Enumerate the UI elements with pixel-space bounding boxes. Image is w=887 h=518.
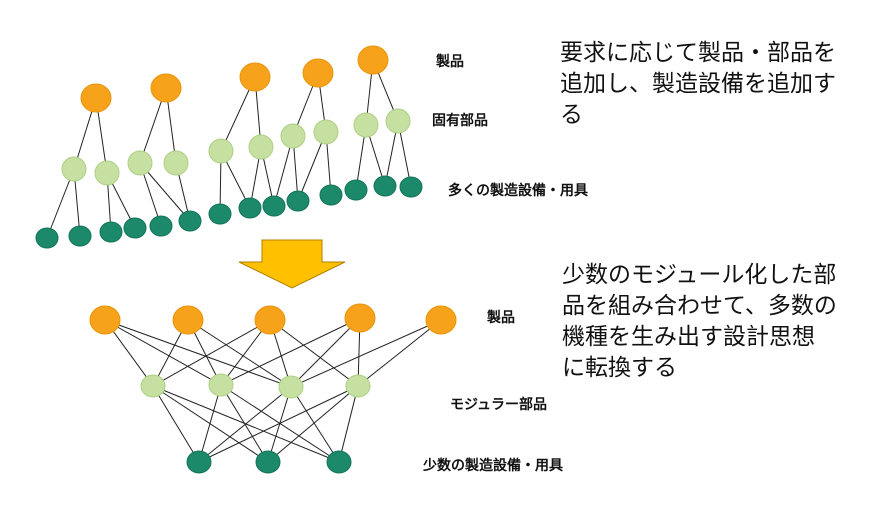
top-product-node [302, 58, 334, 88]
bottom-product-node [425, 305, 457, 335]
bottom-description-line: 機種を生み出す設計思想 [562, 324, 815, 350]
bottom-description-line: 少数のモジュール化した部 [562, 262, 837, 288]
top-equipment-node [399, 176, 423, 198]
top-product-node [239, 62, 271, 92]
bottom-part-node [345, 374, 371, 398]
top-equipment-node [208, 203, 232, 225]
top-description-line: 要求に応じて製品・部品を [560, 40, 836, 66]
bottom-product-part-edge [152, 319, 271, 387]
top-equipment-label: 多くの製造設備・用具 [448, 183, 588, 199]
bottom-equipment-node [186, 450, 212, 474]
bottom-equipment-label: 少数の製造設備・用具 [423, 458, 563, 474]
bottom-part-equipment-edge [267, 385, 359, 463]
bottom-part-equipment-edge [152, 385, 269, 463]
bottom-product-node [89, 305, 121, 335]
top-product-node [80, 83, 112, 113]
bottom-part-equipment-edge [198, 386, 292, 463]
bottom-product-part-edge [357, 319, 442, 387]
top-part-node [248, 134, 274, 160]
bottom-description-line: 品を組み合わせて、多数の [562, 293, 837, 319]
bottom-part-equipment-edge [267, 386, 292, 463]
bottom-product-part-edge [104, 319, 222, 386]
bottom-part-node [208, 373, 234, 397]
bottom-description: 少数のモジュール化した部 品を組み合わせて、多数の 機種を生み出す設計思想 に転… [562, 260, 837, 384]
bottom-products-label: 製品 [487, 310, 515, 326]
bottom-product-part-edge [220, 317, 361, 386]
top-equipment-node [123, 217, 147, 239]
top-equipment-node [149, 215, 173, 237]
top-equipment-node [262, 195, 286, 217]
top-equipment-node [35, 227, 59, 249]
bottom-part-equipment-edge [198, 385, 359, 463]
bottom-equipment-node [255, 450, 281, 474]
top-products-label: 製品 [436, 54, 464, 70]
top-equipment-node [319, 184, 343, 206]
bottom-part-equipment-edge [152, 385, 200, 463]
bottom-product-part-edge [290, 317, 361, 388]
bottom-part-equipment-edge [338, 385, 359, 463]
bottom-part-node [278, 375, 304, 399]
top-equipment-node [99, 221, 123, 243]
top-equipment-node [373, 175, 397, 197]
top-product-node [150, 73, 182, 103]
top-part-node [385, 108, 411, 134]
bottom-part-equipment-edge [220, 384, 269, 463]
bottom-description-line: に転換する [562, 355, 677, 381]
top-equipment-node [344, 179, 368, 201]
top-part-node [163, 150, 189, 176]
bottom-part-equipment-edge [290, 386, 340, 463]
top-parts-label: 固有部品 [432, 113, 488, 129]
bottom-product-node [344, 303, 376, 333]
bottom-product-part-edge [269, 319, 359, 387]
top-part-node [280, 123, 306, 149]
top-part-node [208, 138, 234, 164]
bottom-product-node [254, 305, 286, 335]
bottom-part-node [140, 374, 166, 398]
top-part-node [61, 156, 87, 182]
top-description-line: 追加し、製造設備を追加す [560, 71, 836, 97]
top-description-line: る [560, 102, 583, 128]
bottom-parts-label: モジュラー部品 [450, 397, 548, 413]
bottom-product-node [172, 305, 204, 335]
top-description: 要求に応じて製品・部品を 追加し、製造設備を追加す る [560, 38, 836, 131]
bottom-product-part-edge [290, 319, 442, 388]
top-part-node [353, 112, 379, 138]
top-part-node [313, 119, 339, 145]
top-equipment-node [286, 190, 310, 212]
bottom-product-part-edge [104, 319, 292, 388]
bottom-part-equipment-edge [198, 384, 222, 463]
top-part-node [94, 160, 120, 186]
bottom-product-part-edge [187, 319, 292, 388]
top-equipment-node [68, 225, 92, 247]
top-part-equipment-edge [139, 162, 191, 222]
bottom-equipment-node [326, 450, 352, 474]
top-part-node [127, 150, 153, 176]
top-equipment-node [178, 210, 202, 232]
top-equipment-node [238, 197, 262, 219]
top-product-node [357, 45, 389, 75]
down-arrow-icon [238, 239, 346, 289]
